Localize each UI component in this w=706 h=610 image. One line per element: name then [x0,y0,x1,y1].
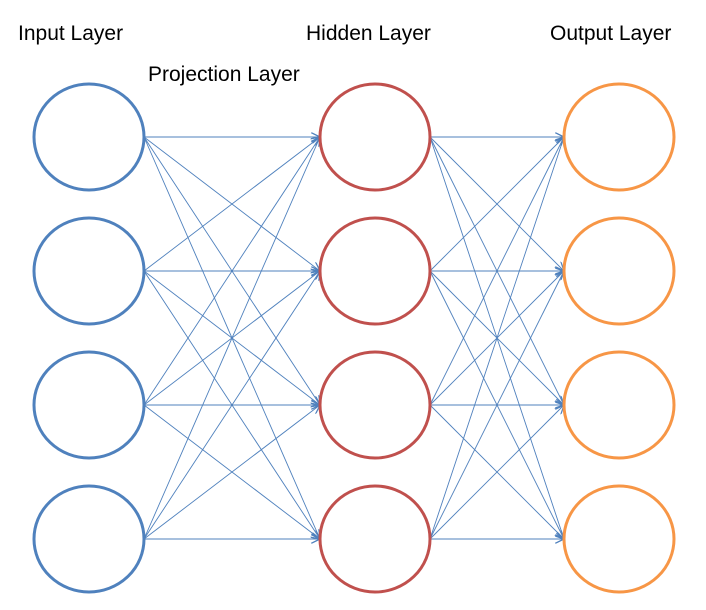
input-node-1 [32,82,146,192]
connection-edges [143,137,564,540]
edge-input-2-to-hidden-1 [143,137,320,272]
edge-hidden-3-to-output-1 [429,137,564,406]
hidden-layer-label: Hidden Layer [306,22,431,45]
edge-hidden-4-to-output-3 [429,405,564,540]
edge-input-4-to-hidden-2 [143,271,320,540]
edge-hidden-2-to-output-1 [429,137,564,272]
layer-nodes [32,82,676,594]
edge-input-4-to-hidden-1 [143,137,320,540]
hidden-node-2 [318,216,432,326]
edge-input-4-to-hidden-3 [143,405,320,540]
edge-hidden-4-to-output-1 [429,137,564,540]
hidden-node-3 [318,350,432,460]
input-node-2 [32,216,146,326]
output-node-2 [562,216,676,326]
edge-input-3-to-hidden-1 [143,137,320,406]
output-layer-label: Output Layer [550,22,671,45]
output-node-1 [562,82,676,192]
output-node-3 [562,350,676,460]
input-node-3 [32,350,146,460]
hidden-node-1 [318,82,432,192]
input-node-4 [32,484,146,594]
input-layer-label: Input Layer [18,22,123,45]
output-node-4 [562,484,676,594]
edge-hidden-4-to-output-2 [429,271,564,540]
projection-layer-label: Projection Layer [148,63,300,86]
hidden-node-4 [318,484,432,594]
